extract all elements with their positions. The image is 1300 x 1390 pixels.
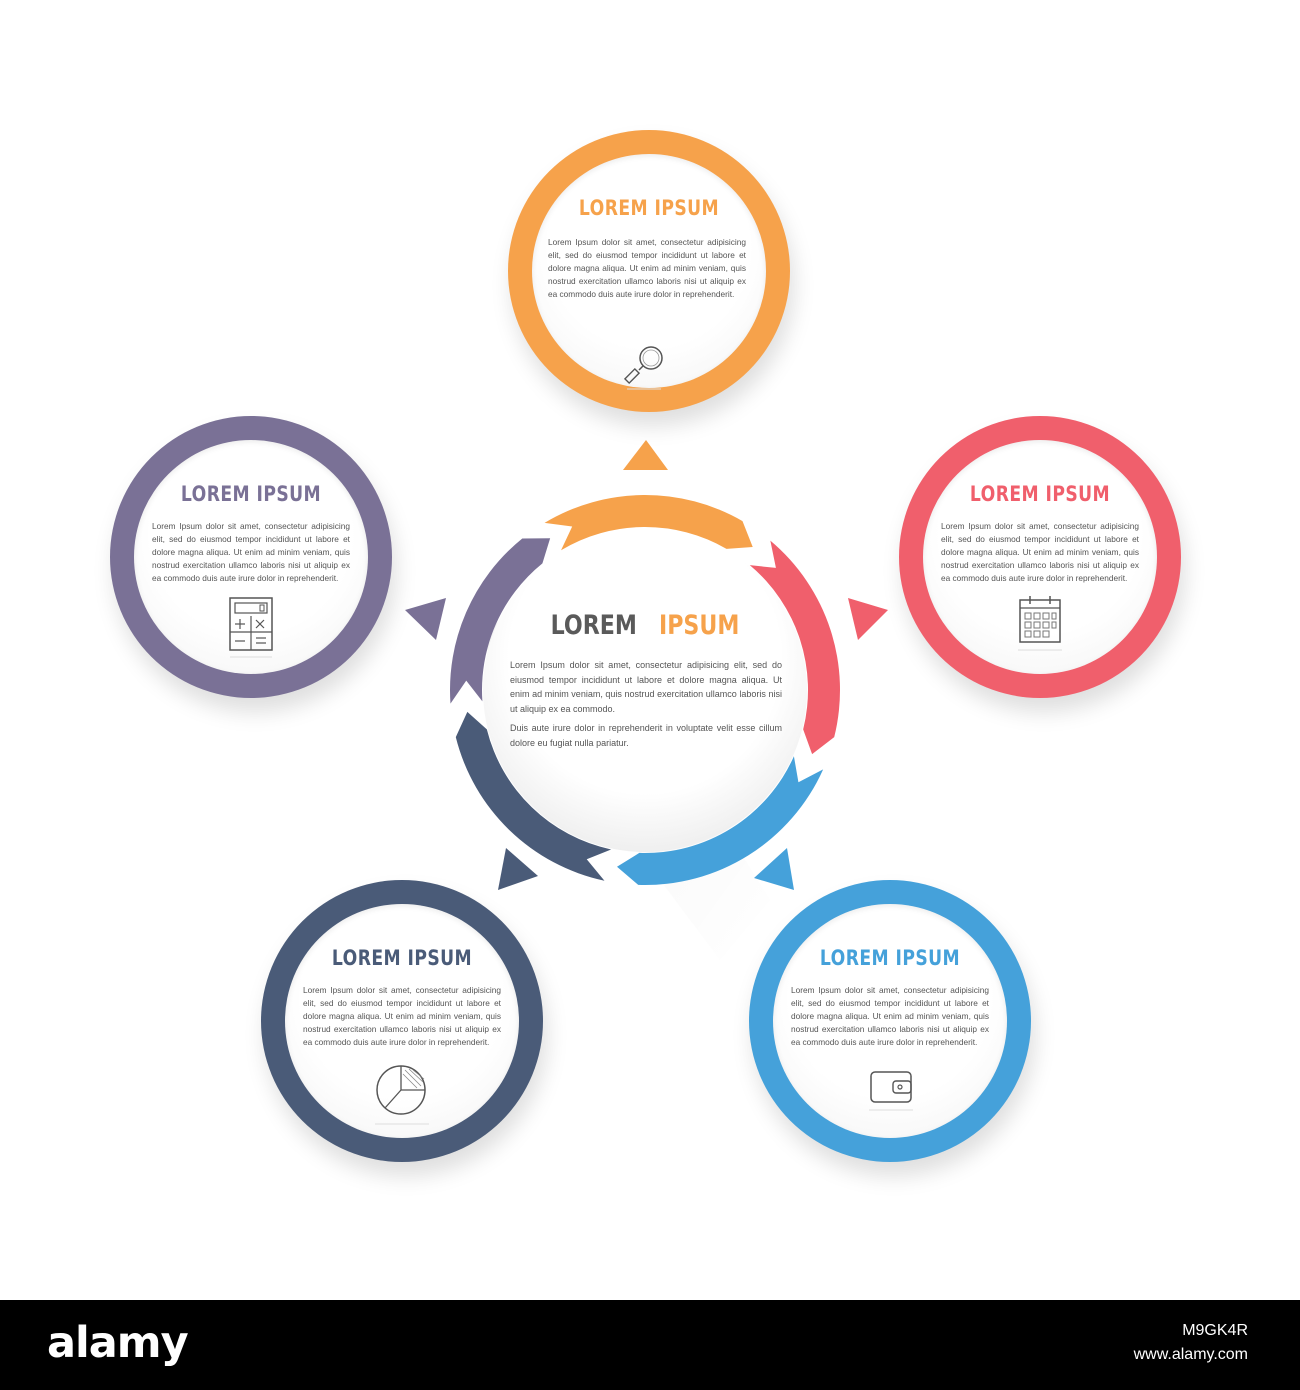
pointer-bottom-left (498, 848, 538, 890)
center-text-block: LOREM IPSUM Lorem Ipsum dolor sit amet, … (505, 600, 785, 800)
pointer-top (623, 440, 668, 470)
pointer-right (848, 598, 888, 640)
magnifier-icon (623, 346, 663, 390)
center-title-word2: IPSUM (658, 610, 740, 641)
cycle-diagram (405, 440, 888, 960)
center-title-word1: LOREM (550, 610, 637, 641)
footer-bar: alamy M9GK4R www.alamy.com (0, 1300, 1300, 1390)
node-top-inner (532, 154, 766, 388)
node-right-title: LOREM IPSUM (969, 482, 1111, 506)
node-bottom-left-title: LOREM IPSUM (331, 946, 473, 970)
ring-segment-orange (544, 495, 753, 551)
node-right-body: Lorem Ipsum dolor sit amet, consectetur … (941, 521, 1139, 583)
direction-pointers (405, 440, 888, 890)
node-bottom-left-body: Lorem Ipsum dolor sit amet, consectetur … (303, 985, 501, 1047)
footer-logo: alamy (47, 1318, 189, 1368)
node-top-body: Lorem Ipsum dolor sit amet, consectetur … (548, 237, 746, 299)
center-paragraph-2: Duis aute irure dolor in reprehenderit i… (510, 723, 782, 748)
pointer-bottom-right (754, 848, 794, 890)
node-top: LOREM IPSUM Lorem Ipsum dolor sit amet, … (508, 130, 790, 412)
node-left-title: LOREM IPSUM (180, 482, 322, 506)
center-paragraph-1: Lorem Ipsum dolor sit amet, consectetur … (510, 660, 782, 714)
ring-segment-blue (616, 756, 824, 885)
ring-segment-red (749, 540, 840, 755)
node-top-title: LOREM IPSUM (578, 196, 720, 220)
ring-segment-purple (450, 538, 551, 704)
wallet-icon (869, 1071, 913, 1111)
node-bottom-right-body: Lorem Ipsum dolor sit amet, consectetur … (791, 985, 989, 1047)
node-bottom-right: LOREM IPSUM Lorem Ipsum dolor sit amet, … (749, 880, 1031, 1162)
node-bottom-right-inner (773, 904, 1007, 1138)
node-left: LOREM IPSUM Lorem Ipsum dolor sit amet, … (110, 416, 392, 698)
calculator-icon (229, 597, 273, 658)
node-bottom-left-inner (285, 904, 519, 1138)
footer-site: www.alamy.com (1133, 1346, 1248, 1363)
pointer-left (405, 598, 446, 640)
center-disc (483, 528, 807, 852)
center-title: LOREM IPSUM (530, 610, 760, 641)
node-bottom-right-title: LOREM IPSUM (819, 946, 961, 970)
calendar-icon (1018, 596, 1062, 651)
node-bottom-left: LOREM IPSUM Lorem Ipsum dolor sit amet, … (261, 880, 543, 1162)
node-right: LOREM IPSUM Lorem Ipsum dolor sit amet, … (899, 416, 1181, 698)
node-left-body: Lorem Ipsum dolor sit amet, consectetur … (152, 521, 350, 583)
center-ring (450, 495, 840, 885)
center-body: Lorem Ipsum dolor sit amet, consectetur … (510, 658, 782, 756)
ring-segment-navy (455, 711, 612, 881)
footer-image-id: M9GK4R (1182, 1322, 1248, 1339)
pie-chart-icon (375, 1065, 429, 1125)
